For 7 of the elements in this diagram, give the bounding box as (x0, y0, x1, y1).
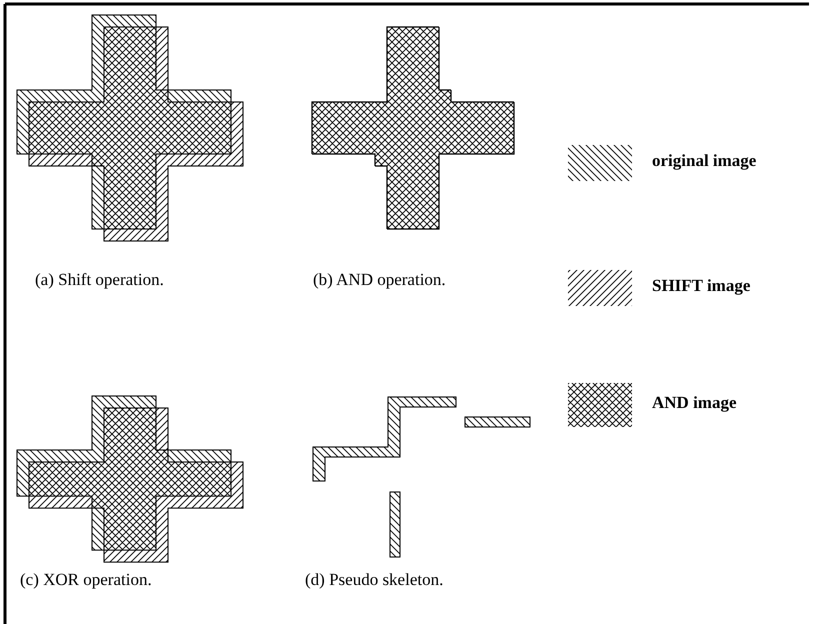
figure-caption: (a) Shift operation. (35, 270, 164, 290)
figure-caption: (d) Pseudo skeleton. (305, 570, 444, 590)
figure-caption: (c) XOR operation. (20, 570, 152, 590)
legend-label: AND image (652, 393, 737, 413)
legend-label: original image (652, 151, 756, 171)
figure-caption: (b) AND operation. (313, 270, 446, 290)
legend-label: SHIFT image (652, 276, 750, 296)
